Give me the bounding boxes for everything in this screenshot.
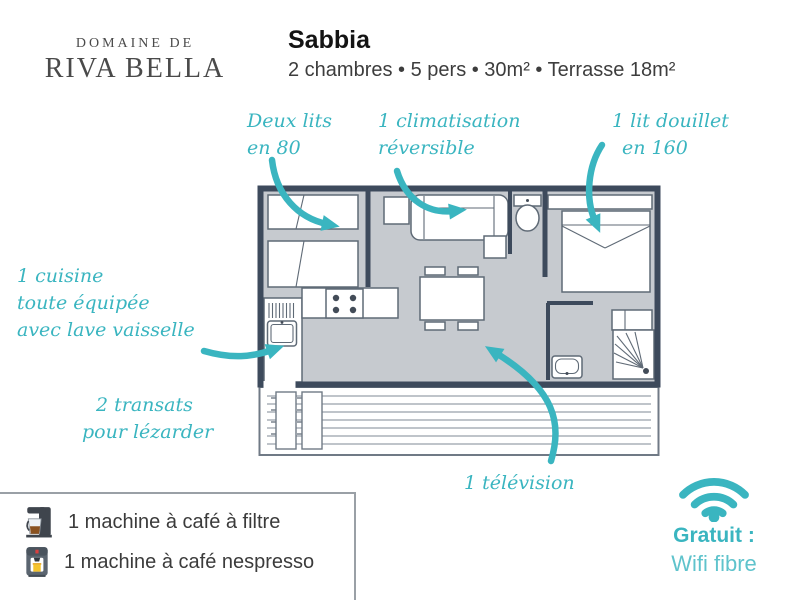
stove (325, 288, 364, 319)
wifi-icon (679, 478, 749, 522)
arrow-double-bed (585, 141, 606, 233)
master-bedroom (547, 194, 653, 293)
page-subtitle: 2 chambres • 5 pers • 30m² • Terrasse 18… (288, 59, 676, 81)
side-table (483, 235, 507, 259)
annotation-text: 1 climatisation (378, 110, 521, 132)
kitchen-unit (263, 287, 399, 383)
annotation-text: réversible (378, 137, 475, 159)
annotation-text: pour lézarder (82, 421, 214, 443)
headboard-shelf (547, 194, 653, 210)
toilet (513, 194, 542, 232)
annotation-twin-beds: Deux lits en 80 (247, 108, 332, 162)
arrow-kitchen (200, 344, 285, 360)
washbasin (551, 355, 583, 379)
annotation-text: 1 télévision (464, 472, 575, 494)
wardrobe (611, 309, 653, 331)
interior-walls (365, 191, 593, 380)
annotation-air-conditioning: 1 climatisation réversible (378, 108, 520, 162)
annotation-arrows (200, 141, 606, 465)
annotation-text: 2 transats (96, 394, 193, 416)
double-bed (561, 210, 651, 293)
sink-drainer (268, 303, 295, 318)
amenity-item: 1 machine à café nespresso (24, 546, 314, 578)
shower (612, 329, 655, 380)
filter-coffee-machine-icon (26, 507, 52, 538)
wifi-free-label: Gratuit : (673, 524, 755, 547)
tv-cabinet (383, 196, 410, 225)
amenity-label: 1 machine à café nespresso (64, 550, 315, 573)
amenities-box: 1 machine à café à filtre 1 machine à ca… (0, 492, 356, 600)
annotation-text: Deux lits (247, 110, 333, 132)
dining-table (419, 266, 485, 331)
annotation-kitchen: 1 cuisine toute équipée avec lave vaisse… (17, 263, 195, 344)
sun-loungers (271, 391, 323, 450)
arrow-air-conditioning (393, 167, 467, 220)
annotation-text: avec lave vaisselle (17, 319, 195, 341)
annotation-text: en 80 (247, 137, 301, 159)
wifi-block: Gratuit : Wifi fibre (644, 458, 784, 577)
page-title: Sabbia (288, 26, 370, 54)
arrow-tv (484, 346, 559, 465)
door-opening (263, 381, 296, 389)
bathroom (551, 309, 655, 380)
sofa (410, 194, 509, 241)
brand-name-top: DOMAINE DE (75, 36, 195, 51)
brand-name-main: RIVA BELLA (44, 53, 226, 84)
annotation-tv: 1 télévision (464, 470, 575, 497)
annotation-text: en 160 (622, 137, 688, 159)
annotation-text: toute équipée (17, 292, 150, 314)
arrow-twin-beds (268, 156, 340, 231)
nespresso-machine-icon (26, 547, 48, 577)
annotation-loungers: 2 transats pour lézarder (82, 392, 213, 446)
wifi-fibre-label: Wifi fibre (671, 551, 757, 576)
brand-logo: DOMAINE DE RIVA BELLA (30, 36, 240, 85)
amenity-item: 1 machine à café à filtre (24, 506, 280, 538)
twin-beds (267, 194, 359, 288)
annotation-text: 1 cuisine (17, 265, 104, 287)
amenity-label: 1 machine à café à filtre (68, 510, 281, 533)
terrace (258, 386, 660, 456)
outer-wall (257, 185, 661, 388)
annotation-double-bed: 1 lit douillet en 160 (612, 108, 729, 162)
annotation-text: 1 lit douillet (612, 110, 729, 132)
